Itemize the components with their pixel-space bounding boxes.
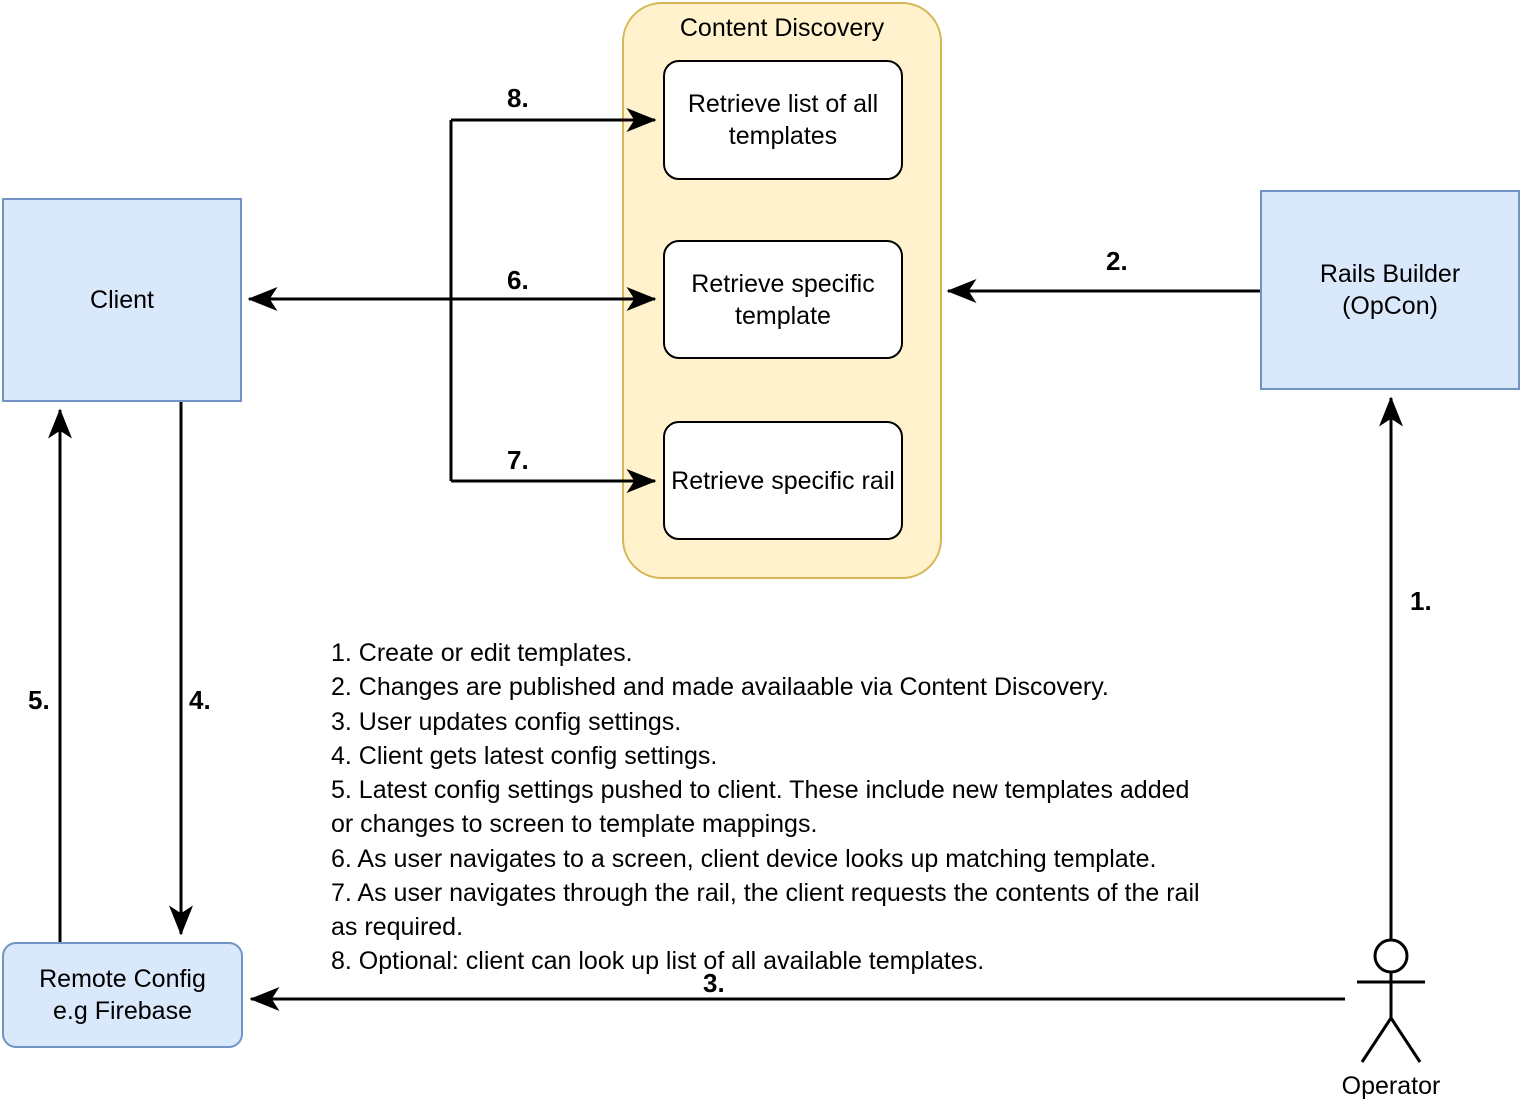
legend-steps-list: 1. Create or edit templates. 2. Changes … bbox=[331, 639, 1200, 976]
step-label-2: 2. bbox=[1106, 246, 1128, 276]
operator-stick-figure bbox=[1357, 938, 1425, 1063]
step-label-1: 1. bbox=[1410, 586, 1432, 616]
step-label-7: 7. bbox=[507, 445, 529, 475]
step-label-5: 5. bbox=[28, 685, 50, 715]
group-content-discovery-title: Content Discovery bbox=[679, 14, 885, 42]
process-retrieve-list-of-all-templates[interactable]: Retrieve list of all templates bbox=[663, 60, 903, 180]
step-label-3: 3. bbox=[703, 968, 725, 998]
process-retrieve-specific-template[interactable]: Retrieve specific template bbox=[663, 240, 903, 359]
step-label-4: 4. bbox=[189, 685, 211, 715]
node-rails-builder[interactable]: Rails Builder (OpCon) bbox=[1260, 190, 1520, 390]
operator-label: Operator bbox=[1341, 1072, 1441, 1100]
node-remote-config[interactable]: Remote Config e.g Firebase bbox=[2, 942, 243, 1048]
step-label-6: 6. bbox=[507, 265, 529, 295]
process-retrieve-specific-rail[interactable]: Retrieve specific rail bbox=[663, 421, 903, 540]
node-client[interactable]: Client bbox=[2, 198, 242, 402]
step-label-8: 8. bbox=[507, 83, 529, 113]
